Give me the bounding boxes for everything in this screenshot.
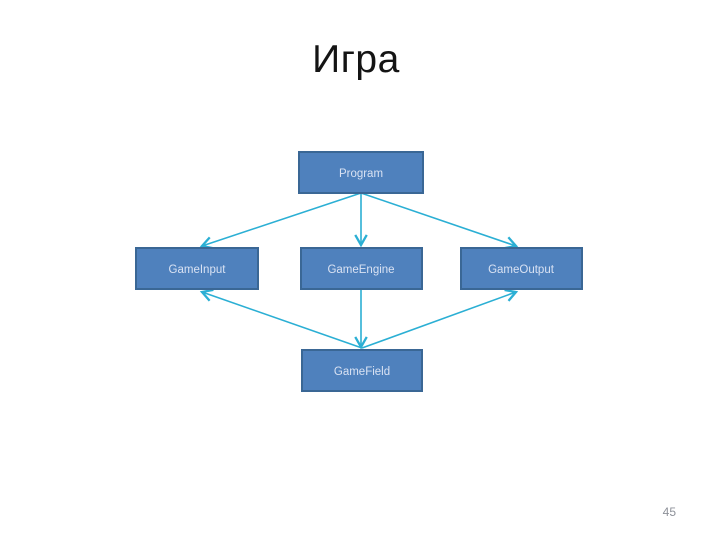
node-gameinput: GameInput <box>135 247 259 290</box>
node-program-box <box>298 151 424 194</box>
node-gameoutput: GameOutput <box>460 247 583 290</box>
edge-program-to-gameinput <box>199 192 362 250</box>
edge-gamefield-to-gameinput <box>199 288 363 349</box>
node-gameengine-label: GameEngine <box>327 264 394 276</box>
edge-program-to-gameoutput <box>360 192 519 250</box>
node-gamefield: GameField <box>301 349 423 392</box>
edge-gamefield-to-gameoutput <box>361 288 519 349</box>
node-gameinput-label: GameInput <box>169 264 227 276</box>
node-gamefield-label: GameField <box>334 366 390 378</box>
node-gameengine-box <box>300 247 423 290</box>
page-number: 45 <box>662 505 676 519</box>
node-program-label: Program <box>339 168 383 180</box>
node-gameengine: GameEngine <box>300 247 423 290</box>
node-gameoutput-label: GameOutput <box>488 264 555 276</box>
node-gameoutput-box <box>460 247 583 290</box>
node-program: Program <box>298 151 424 194</box>
slide-title: Игра <box>312 38 400 81</box>
node-gameinput-box <box>135 247 259 290</box>
node-gamefield-box <box>301 349 423 392</box>
